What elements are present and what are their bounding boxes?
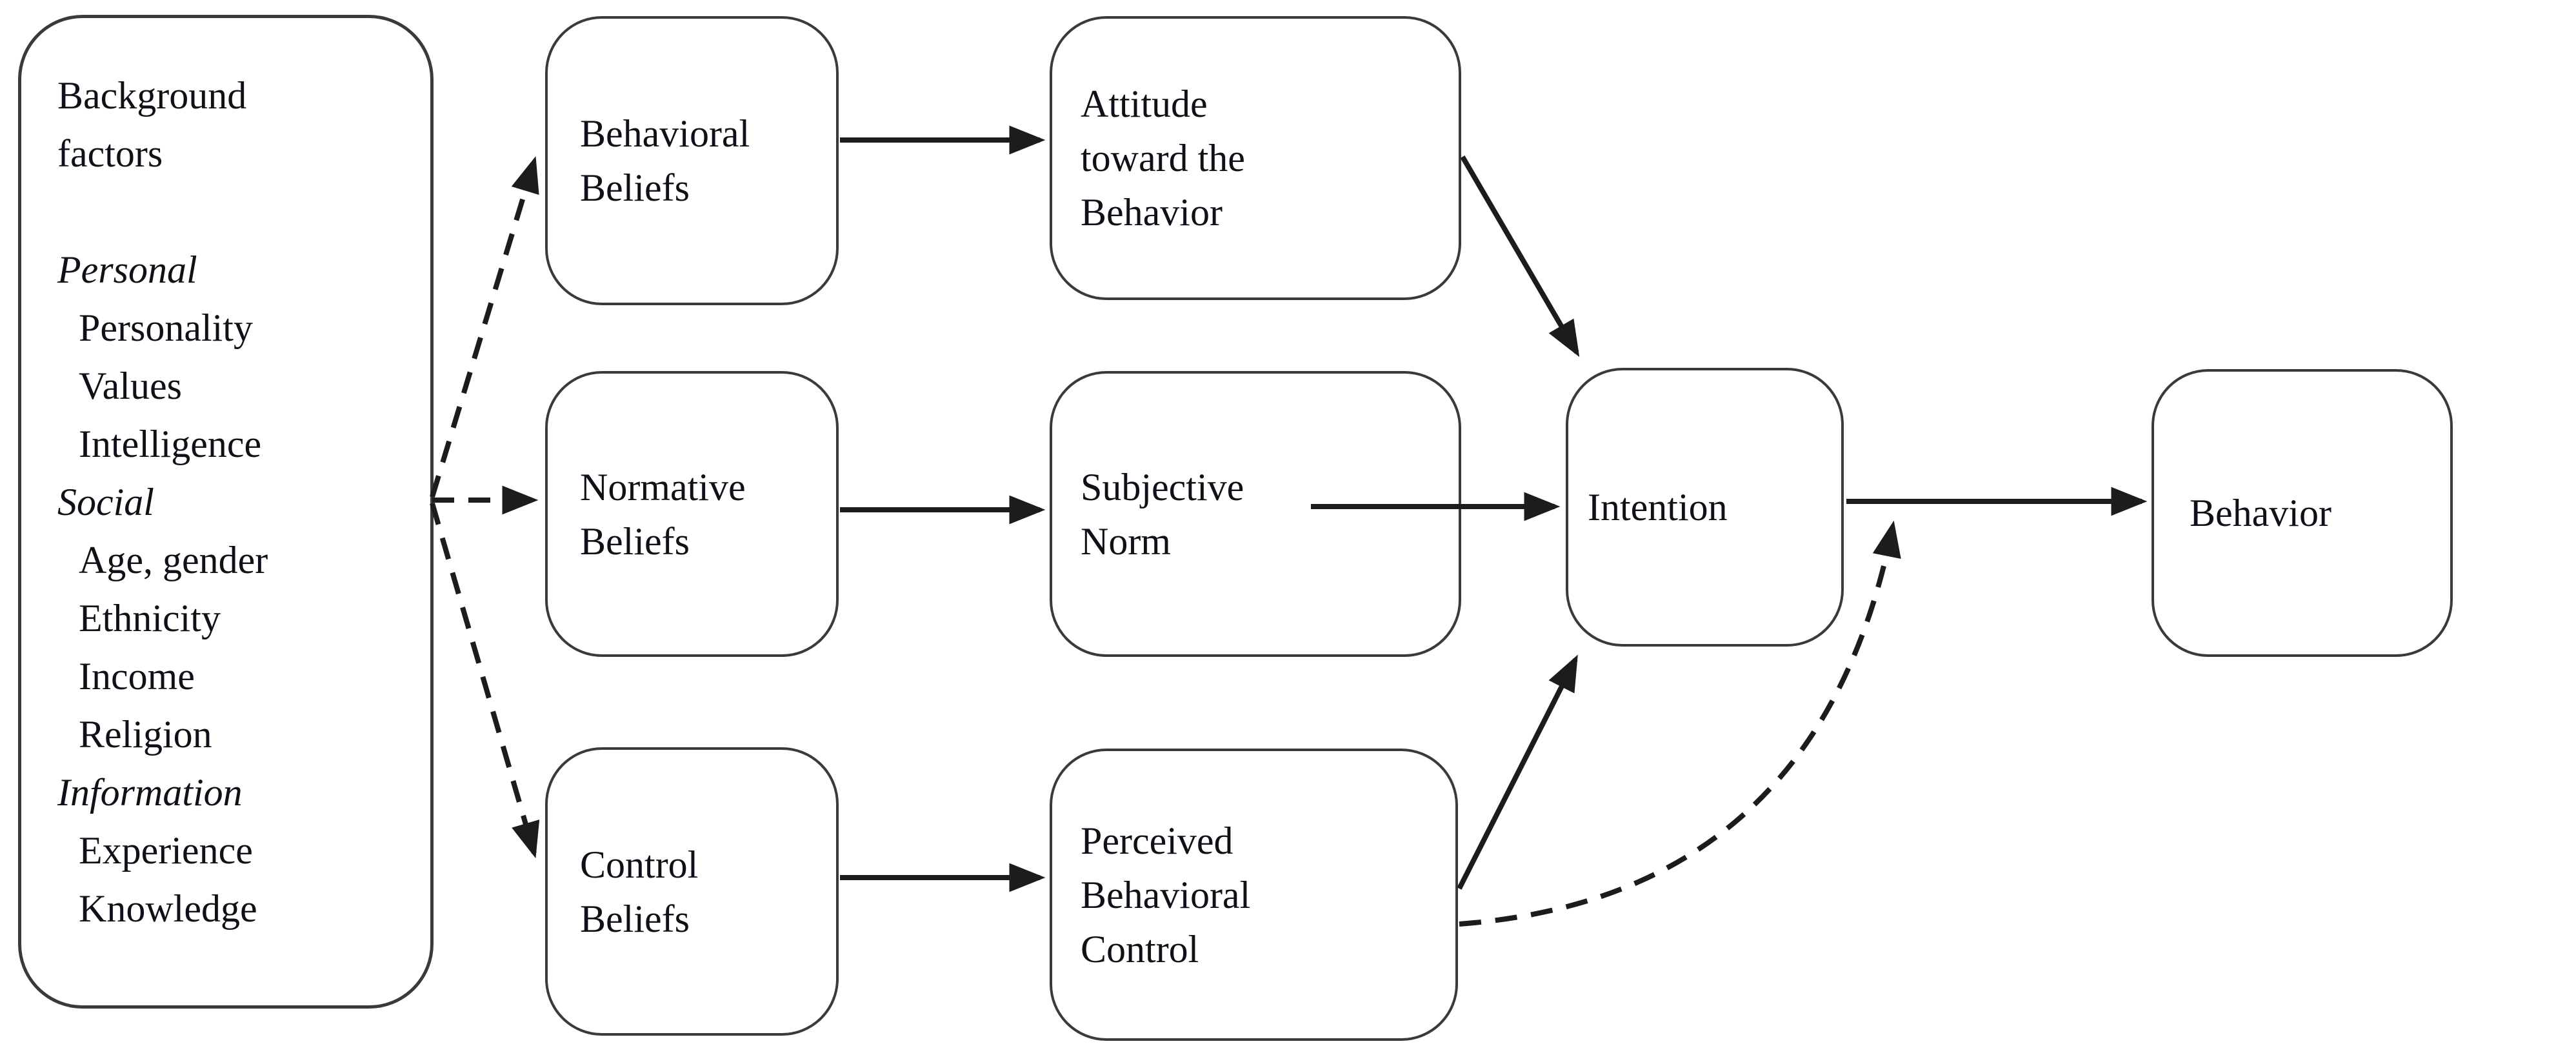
background-factors-line: Values	[79, 365, 182, 407]
edge-attitude-to-intention	[1460, 155, 1580, 357]
background-factors-line: Age, gender	[79, 539, 268, 581]
background-factors-line: Income	[79, 655, 195, 698]
background-factors-line: Ethnicity	[79, 597, 221, 639]
background-factors-line: Religion	[79, 713, 212, 756]
edge-pbc-to-intention	[1457, 654, 1578, 890]
background-factors-line: factors	[57, 132, 163, 175]
background-factors-line	[57, 183, 417, 241]
behavior-label: Behavior	[2190, 492, 2331, 534]
node-perceived-behavioral-control: Perceived Behavioral Control	[1050, 749, 1458, 1041]
behavioral-beliefs-label: Behavioral Beliefs	[580, 112, 750, 209]
subjective-norm-label: Subjective Norm	[1081, 465, 1244, 563]
node-subjective-norm: Subjective Norm	[1050, 371, 1461, 657]
edge-background-to-control-beliefs	[430, 502, 540, 859]
node-attitude-toward-behavior: Attitude toward the Behavior	[1050, 16, 1461, 300]
pbc-label: Perceived Behavioral Control	[1081, 819, 1251, 971]
background-factors-line: Personal	[57, 248, 197, 291]
background-factors-line: Social	[57, 481, 154, 523]
background-factors-line: Knowledge	[79, 887, 257, 930]
background-factors-line: Background	[57, 74, 247, 117]
background-factors-line: Information	[57, 771, 243, 814]
background-factors-line: Experience	[79, 829, 253, 872]
node-control-beliefs: Control Beliefs	[545, 747, 839, 1036]
node-behavior: Behavior	[2152, 369, 2453, 657]
control-beliefs-label: Control Beliefs	[580, 843, 699, 940]
attitude-label: Attitude toward the Behavior	[1081, 83, 1245, 234]
normative-beliefs-label: Normative Beliefs	[580, 465, 746, 563]
node-normative-beliefs: Normative Beliefs	[545, 371, 839, 657]
intention-label: Intention	[1588, 486, 1728, 528]
background-factors-line: Personality	[79, 307, 253, 349]
node-behavioral-beliefs: Behavioral Beliefs	[545, 16, 839, 305]
edge-background-to-behavioral-beliefs	[430, 156, 539, 498]
node-intention: Intention	[1566, 368, 1844, 647]
background-factors-line: Intelligence	[79, 423, 262, 465]
